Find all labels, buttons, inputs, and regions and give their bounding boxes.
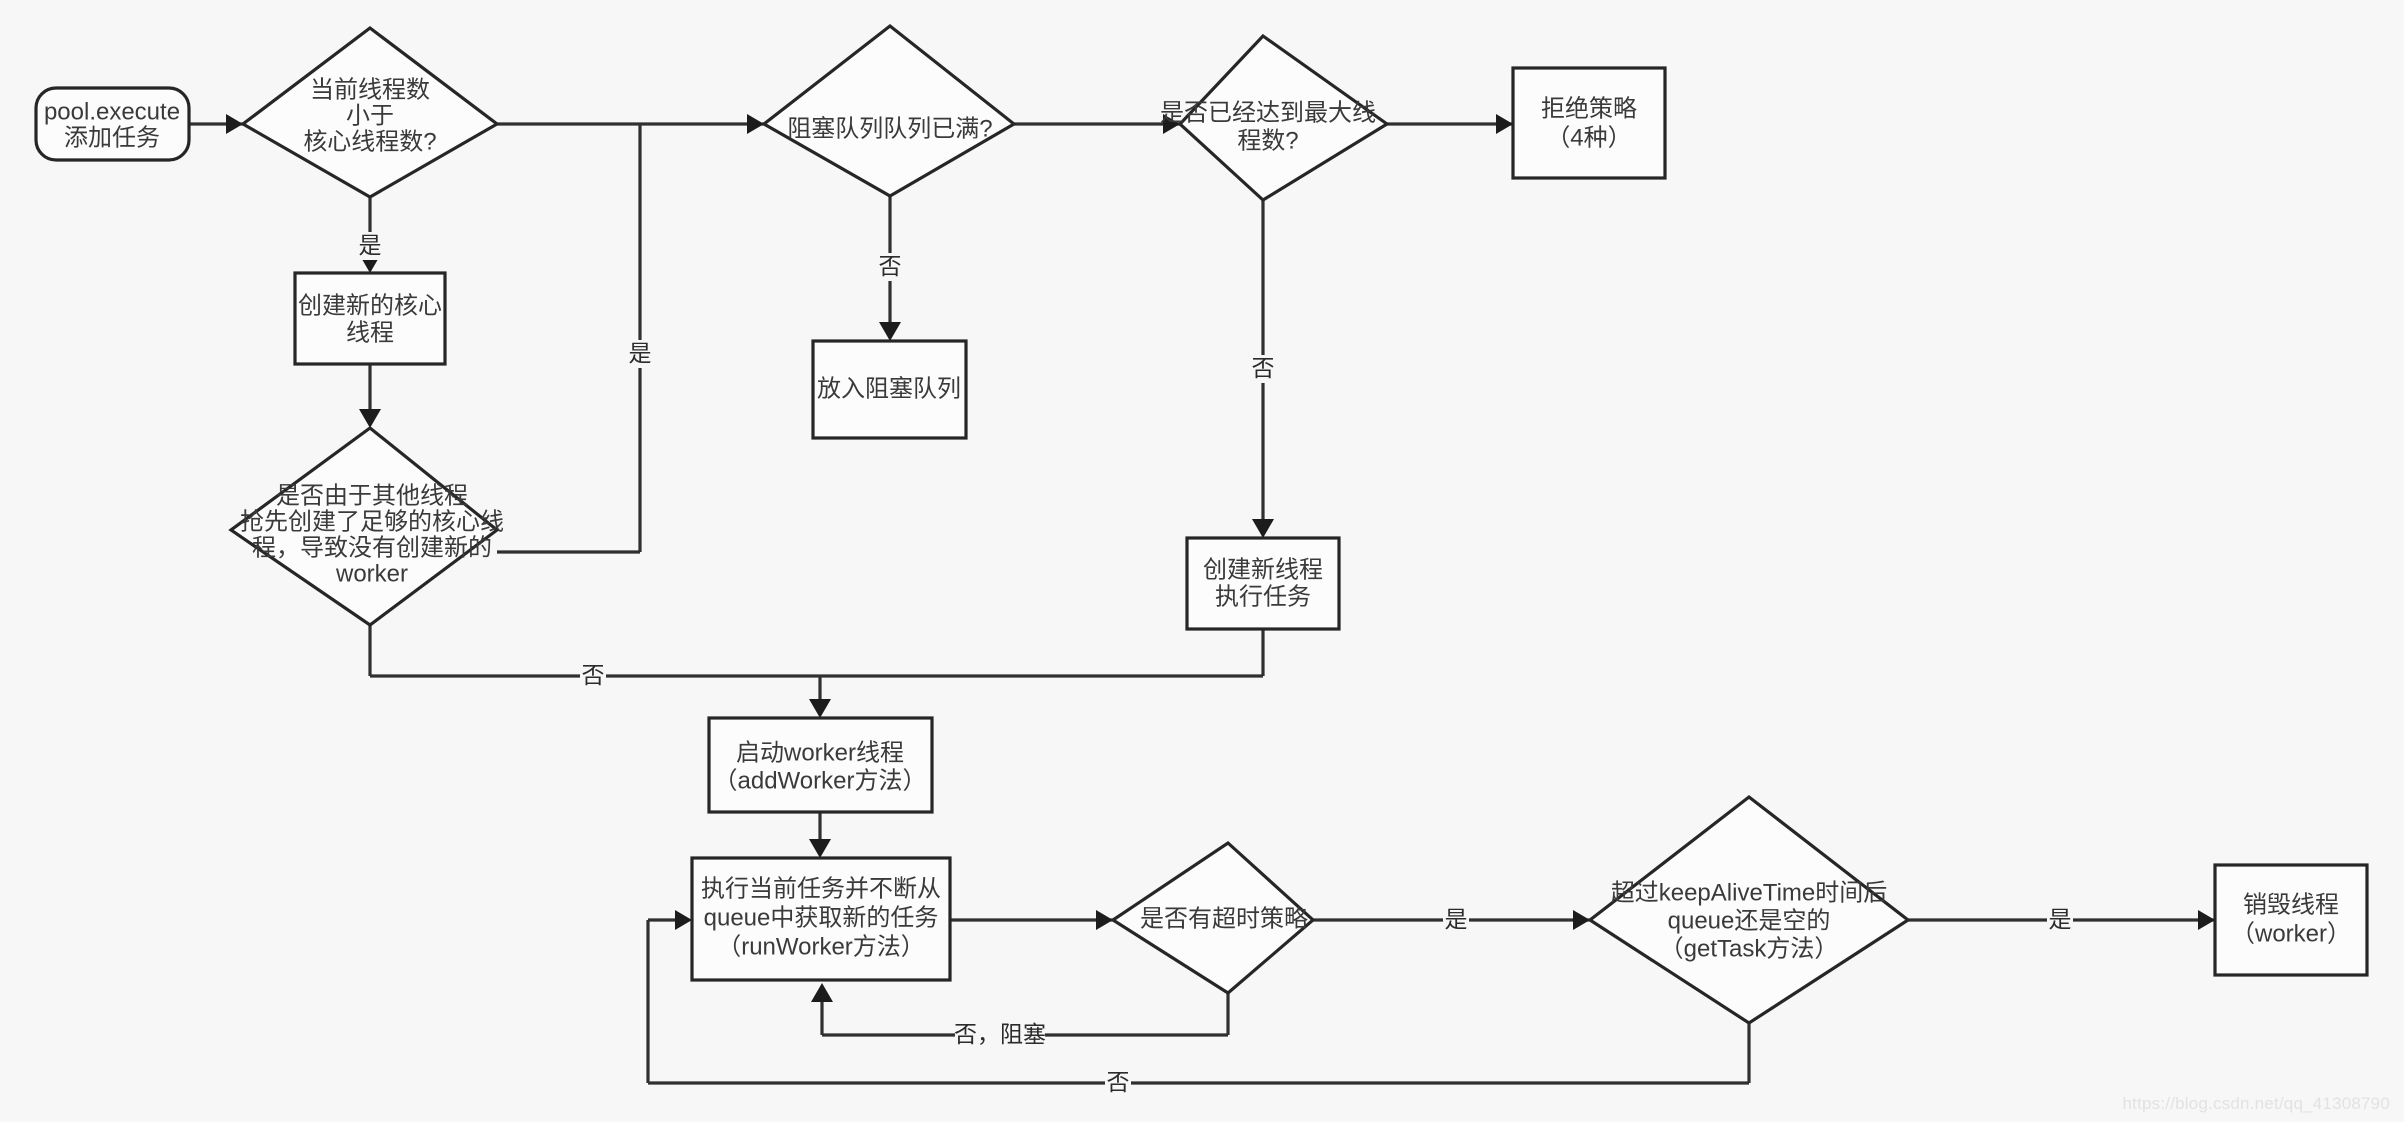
create-core-shape xyxy=(293,271,447,366)
enqueue-shape xyxy=(811,339,968,440)
node-create-core-thread[interactable]: 创建新的核心 线程 xyxy=(293,271,447,366)
destroy-worker-shape xyxy=(2213,863,2369,977)
label-timeout-yes: 是 xyxy=(1445,906,1468,932)
start-label-line1: pool.execute xyxy=(44,98,180,125)
node-decision-keepalive[interactable]: 超过keepAliveTime时间后 queue还是空的 （getTask方法） xyxy=(1587,794,1911,1025)
edge-core-to-queuefull xyxy=(497,114,764,134)
node-reject-policy[interactable]: 拒绝策略 （4种） xyxy=(1511,66,1667,180)
node-destroy-worker[interactable]: 销毁线程 （worker） xyxy=(2213,863,2369,977)
edge-label-preempt-yes: 是 xyxy=(627,340,653,368)
create-core-line2: 线程 xyxy=(346,319,394,346)
create-thread-line2: 执行任务 xyxy=(1215,583,1311,610)
decision-preempt-shape xyxy=(228,425,500,627)
edge-label-core-yes: 是 xyxy=(357,232,383,260)
edge-label-timeout-no: 否，阻塞 xyxy=(954,1021,1046,1049)
decision-timeout-shape xyxy=(1110,840,1316,995)
edge-keepalive-no xyxy=(646,910,1751,1085)
decision-core-line3: 核心线程数? xyxy=(303,128,436,155)
node-start-worker[interactable]: 启动worker线程 （addWorker方法） xyxy=(707,716,934,814)
edge-createthread-merge xyxy=(820,629,1265,678)
watermark: https://blog.csdn.net/qq_41308790 xyxy=(2122,1094,2390,1113)
create-core-line1: 创建新的核心 xyxy=(298,292,442,319)
node-decision-timeout-policy[interactable]: 是否有超时策略 xyxy=(1110,840,1316,995)
node-create-thread-run[interactable]: 创建新线程 执行任务 xyxy=(1185,536,1341,631)
start-shape xyxy=(34,86,191,162)
edge-start-to-core xyxy=(189,114,243,134)
edge-label-layer: 是 否 否 是 否 是 xyxy=(357,232,2073,1097)
create-thread-line1: 创建新线程 xyxy=(1203,556,1323,583)
edge-merge-to-startworker xyxy=(809,676,831,718)
decision-preempt-line3: 程，导致没有创建新的 xyxy=(252,534,492,561)
edge-core-branch-down xyxy=(497,124,642,554)
enqueue-label: 放入阻塞队列 xyxy=(817,375,961,402)
node-decision-preempt[interactable]: 是否由于其他线程 抢先创建了足够的核心线 程，导致没有创建新的 worker xyxy=(228,425,504,627)
run-worker-line2: queue中获取新的任务 xyxy=(704,904,939,931)
edge-queuefull-to-max xyxy=(1014,114,1180,134)
start-worker-line2: （addWorker方法） xyxy=(714,767,927,794)
node-run-worker[interactable]: 执行当前任务并不断从 queue中获取新的任务 （runWorker方法） xyxy=(690,856,952,982)
label-keepalive-yes: 是 xyxy=(2049,906,2072,932)
label-core-yes: 是 xyxy=(359,232,382,258)
edge-label-keepalive-no: 否 xyxy=(1105,1069,1131,1097)
start-label-line2: 添加任务 xyxy=(64,124,160,151)
label-preempt-no: 否 xyxy=(582,662,605,688)
decision-max-line1: 是否已经达到最大线 xyxy=(1160,99,1376,126)
edge-max-to-reject xyxy=(1387,114,1513,134)
decision-keepalive-line3: （getTask方法） xyxy=(1660,935,1839,962)
edge-label-keepalive-yes: 是 xyxy=(2047,906,2073,934)
node-start[interactable]: pool.execute 添加任务 xyxy=(34,86,191,162)
reject-policy-shape xyxy=(1511,66,1667,180)
decision-keepalive-shape xyxy=(1587,794,1911,1025)
edge-label-queue-no: 否 xyxy=(877,253,903,281)
node-decision-max-threads[interactable]: 是否已经达到最大线 程数? xyxy=(1160,33,1390,202)
edge-label-timeout-yes: 是 xyxy=(1443,906,1469,934)
decision-max-line2: 程数? xyxy=(1237,127,1298,154)
start-worker-line1: 启动worker线程 xyxy=(736,739,904,766)
run-worker-line1: 执行当前任务并不断从 xyxy=(701,875,941,902)
decision-max-shape xyxy=(1177,33,1390,202)
decision-preempt-line1: 是否由于其他线程 xyxy=(276,482,468,509)
decision-keepalive-line2: queue还是空的 xyxy=(1668,907,1831,934)
decision-keepalive-line1: 超过keepAliveTime时间后 xyxy=(1611,879,1888,906)
label-timeout-no: 否，阻塞 xyxy=(954,1021,1046,1047)
edge-label-preempt-no: 否 xyxy=(580,662,606,690)
node-decision-queue-full[interactable]: 阻塞队列队列已满? xyxy=(761,23,1017,198)
decision-core-line2: 小于 xyxy=(346,102,394,129)
run-worker-line3: （runWorker方法） xyxy=(717,933,925,960)
label-keepalive-no: 否 xyxy=(1107,1069,1130,1095)
edge-startworker-to-runworker xyxy=(809,812,831,858)
label-queue-no: 否 xyxy=(879,253,902,279)
edge-createcore-to-preempt xyxy=(359,364,381,428)
node-decision-core-count[interactable]: 当前线程数 小于 核心线程数? xyxy=(240,25,500,199)
decision-queue-full-label: 阻塞队列队列已满? xyxy=(787,115,992,142)
edge-label-max-no: 否 xyxy=(1250,355,1276,383)
label-max-no: 否 xyxy=(1252,355,1275,381)
decision-preempt-line2: 抢先创建了足够的核心线 xyxy=(240,508,504,535)
node-enqueue[interactable]: 放入阻塞队列 xyxy=(811,339,968,440)
decision-core-line1: 当前线程数 xyxy=(310,76,430,103)
reject-policy-line2: （4种） xyxy=(1546,124,1631,151)
start-worker-shape xyxy=(707,716,934,814)
label-preempt-yes: 是 xyxy=(629,340,652,366)
decision-preempt-line4: worker xyxy=(335,560,408,587)
create-thread-shape xyxy=(1185,536,1341,631)
decision-queue-full-shape xyxy=(761,23,1017,198)
destroy-worker-line2: （worker） xyxy=(2231,920,2351,947)
edge-runworker-to-timeout xyxy=(950,910,1113,930)
decision-timeout-label: 是否有超时策略 xyxy=(1140,905,1308,932)
reject-policy-line1: 拒绝策略 xyxy=(1541,95,1637,122)
destroy-worker-line1: 销毁线程 xyxy=(2243,891,2339,918)
run-worker-shape xyxy=(690,856,952,982)
decision-core-shape xyxy=(240,25,500,199)
